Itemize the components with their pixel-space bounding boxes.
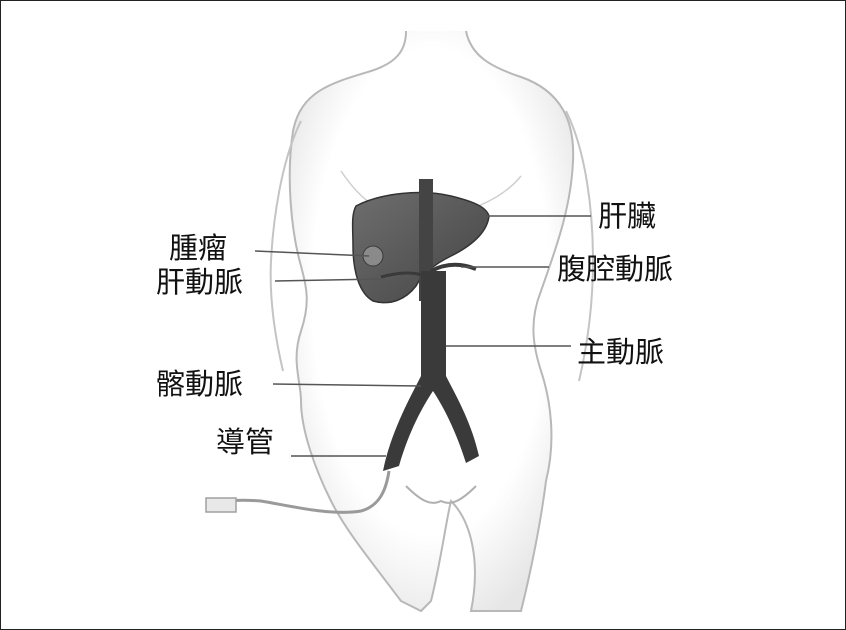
label-iliac-artery: 髂動脈 [156,368,243,400]
label-celiac-artery: 腹腔動脈 [557,253,673,285]
label-liver: 肝臟 [598,200,656,232]
label-hepatic-artery: 肝動脈 [156,266,243,298]
catheter-hub-icon [206,498,236,512]
label-tumor: 腫瘤 [169,232,227,264]
label-aorta: 主動脈 [577,336,664,368]
label-catheter: 導管 [216,426,274,458]
